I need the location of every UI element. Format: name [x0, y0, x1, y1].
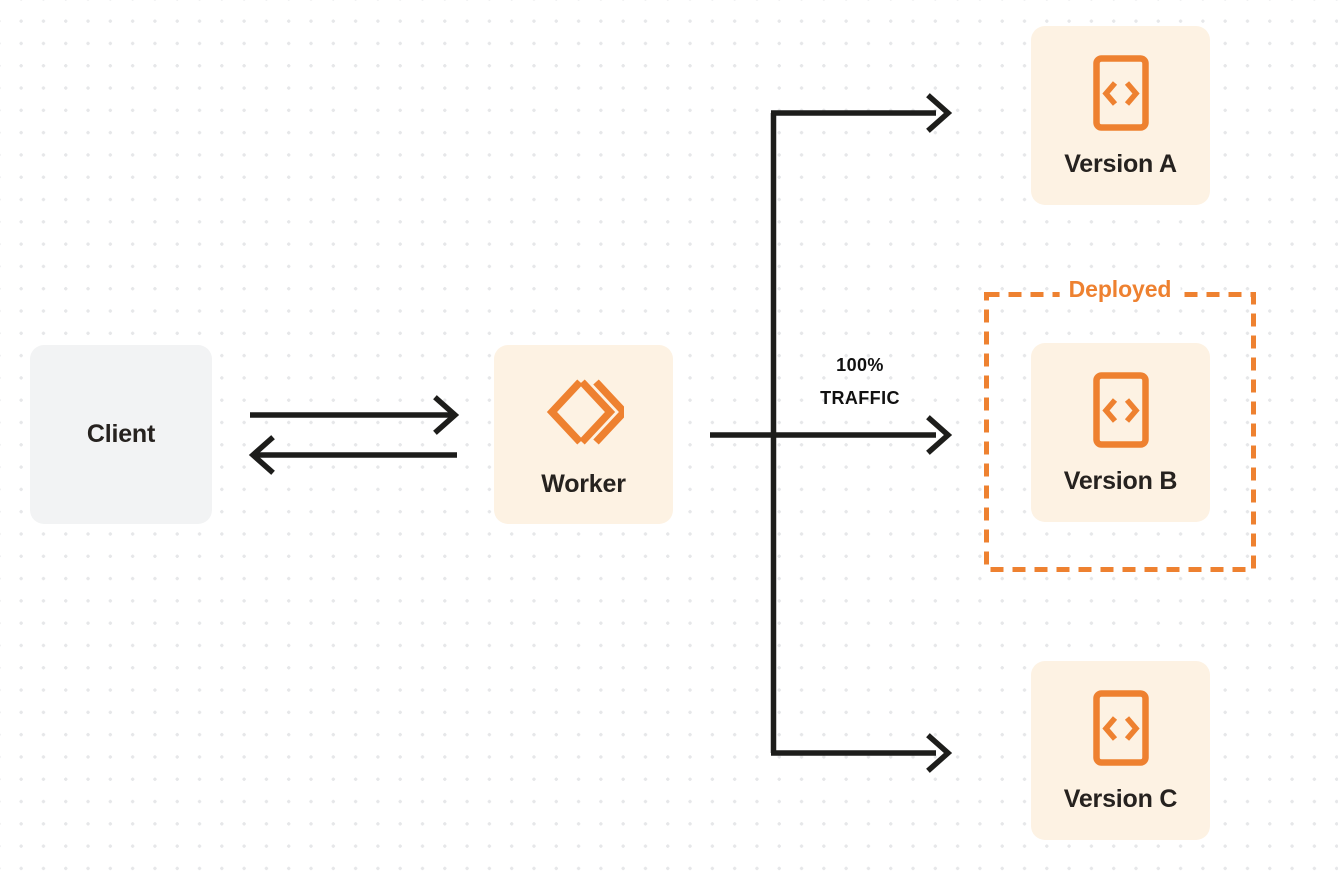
edge-worker-to-client [248, 435, 457, 475]
code-document-icon [1092, 689, 1150, 767]
traffic-unit-label: TRAFFIC [820, 388, 900, 409]
group-deployed-label: Deployed [1059, 276, 1181, 303]
node-version-c[interactable]: Version C [1031, 661, 1210, 840]
node-client-label: Client [86, 420, 156, 448]
traffic-percentage-label: 100% TRAFFIC [790, 349, 930, 416]
cloudflare-workers-logo-icon [544, 372, 624, 452]
edge-worker-to-version-c [771, 733, 953, 773]
node-version-c-label: Version C [1063, 785, 1178, 813]
traffic-percent-value: 100% [836, 355, 884, 375]
edge-worker-to-version-a [771, 93, 953, 133]
code-document-icon [1092, 54, 1150, 132]
node-worker-label: Worker [541, 470, 626, 498]
edge-client-to-worker [250, 395, 460, 435]
node-version-b-label: Version B [1063, 467, 1178, 495]
edge-worker-to-version-b [773, 415, 953, 455]
node-version-b[interactable]: Version B [1031, 343, 1210, 522]
node-worker[interactable]: Worker [494, 345, 673, 524]
node-version-a-label: Version A [1064, 150, 1177, 178]
group-deployed: Deployed [984, 276, 1256, 572]
node-client[interactable]: Client [30, 345, 212, 524]
node-version-a[interactable]: Version A [1031, 26, 1210, 205]
code-document-icon [1092, 371, 1150, 449]
deployed-dashed-border [984, 292, 1256, 572]
